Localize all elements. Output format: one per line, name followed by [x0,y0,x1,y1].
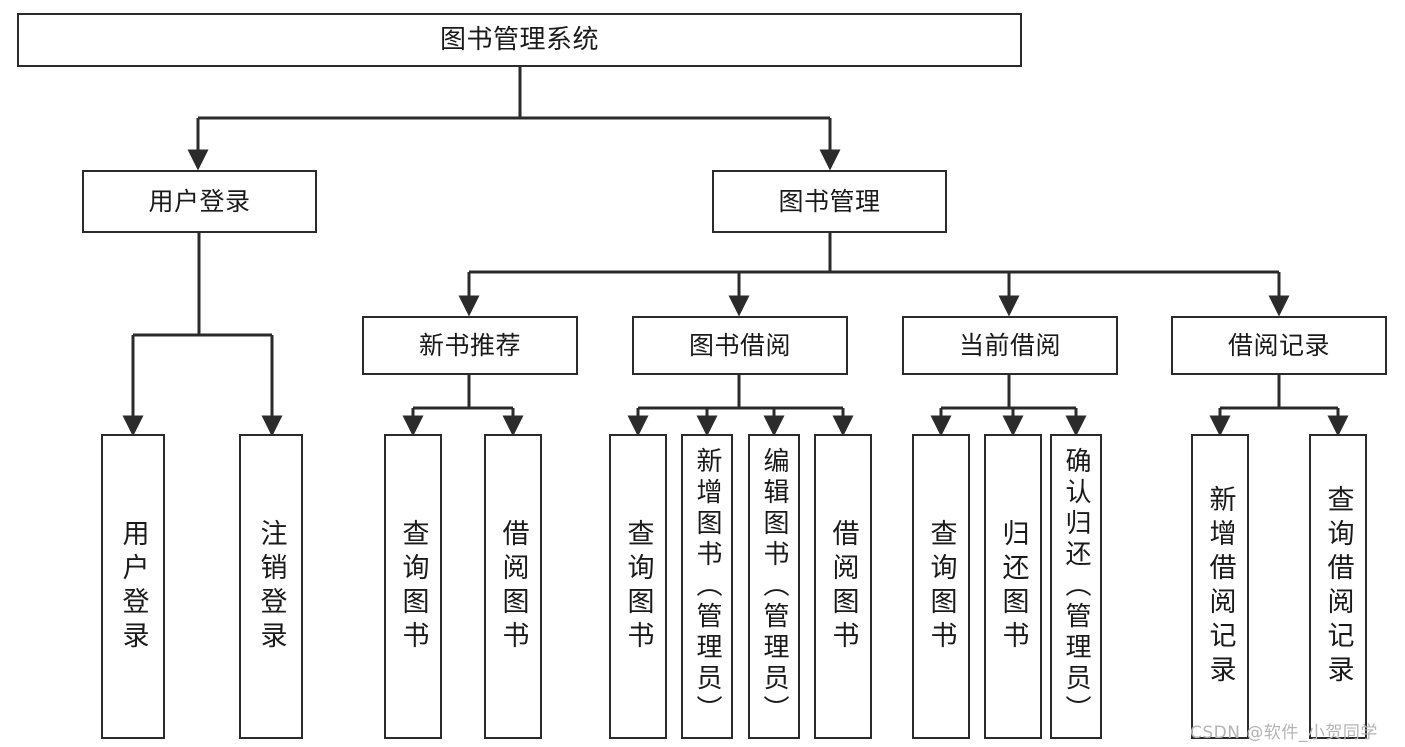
leaf-logout[interactable]: 注销登录 [239,434,303,739]
leaf-borrow-book-bb[interactable]: 借阅图书 [814,434,872,739]
leaf-user-login[interactable]: 用户登录 [101,434,165,739]
leaf-confirm-return-admin[interactable]: 确认归还（管理员） [1050,434,1102,739]
node-book-borrow-label: 图书借阅 [688,330,791,360]
leaf-edit-book-admin-label: 编辑图书（管理员） [759,447,789,726]
node-book-borrow[interactable]: 图书借阅 [632,316,848,375]
leaf-query-book-bb-label: 查询图书 [622,518,654,655]
leaf-query-book-cb-label: 查询图书 [925,518,957,655]
node-root-label: 图书管理系统 [439,24,599,55]
leaf-add-borrow-record-label: 新增借阅记录 [1204,484,1236,689]
node-new-book-recommend-label: 新书推荐 [418,330,521,360]
leaf-borrow-book-nbr-label: 借阅图书 [497,518,529,655]
leaf-add-book-admin[interactable]: 新增图书（管理员） [681,434,733,739]
node-user-login[interactable]: 用户登录 [82,170,317,233]
leaf-query-borrow-record-label: 查询借阅记录 [1322,484,1354,689]
leaf-return-book-label: 归还图书 [997,518,1029,655]
leaf-query-book-bb[interactable]: 查询图书 [609,434,667,739]
node-book-management[interactable]: 图书管理 [712,170,947,233]
leaf-add-book-admin-label: 新增图书（管理员） [692,447,722,726]
node-new-book-recommend[interactable]: 新书推荐 [362,316,578,375]
leaf-borrow-book-bb-label: 借阅图书 [827,518,859,655]
leaf-add-borrow-record[interactable]: 新增借阅记录 [1191,434,1249,739]
leaf-edit-book-admin[interactable]: 编辑图书（管理员） [748,434,800,739]
node-borrow-record[interactable]: 借阅记录 [1171,316,1387,375]
leaf-query-book-cb[interactable]: 查询图书 [912,434,970,739]
node-root[interactable]: 图书管理系统 [17,13,1022,67]
node-book-management-label: 图书管理 [778,186,881,216]
node-borrow-record-label: 借阅记录 [1227,330,1330,360]
watermark: CSDN @软件_小贺同学 [1190,723,1378,743]
leaf-confirm-return-admin-label: 确认归还（管理员） [1061,447,1091,726]
node-current-borrow-label: 当前借阅 [958,330,1061,360]
leaf-logout-label: 注销登录 [255,518,287,655]
leaf-borrow-book-nbr[interactable]: 借阅图书 [484,434,542,739]
leaf-query-borrow-record[interactable]: 查询借阅记录 [1309,434,1367,739]
node-user-login-label: 用户登录 [148,186,251,216]
leaf-query-book-nbr-label: 查询图书 [397,518,429,655]
node-current-borrow[interactable]: 当前借阅 [902,316,1118,375]
leaf-return-book[interactable]: 归还图书 [984,434,1042,739]
leaf-query-book-nbr[interactable]: 查询图书 [384,434,442,739]
leaf-user-login-label: 用户登录 [117,518,149,655]
